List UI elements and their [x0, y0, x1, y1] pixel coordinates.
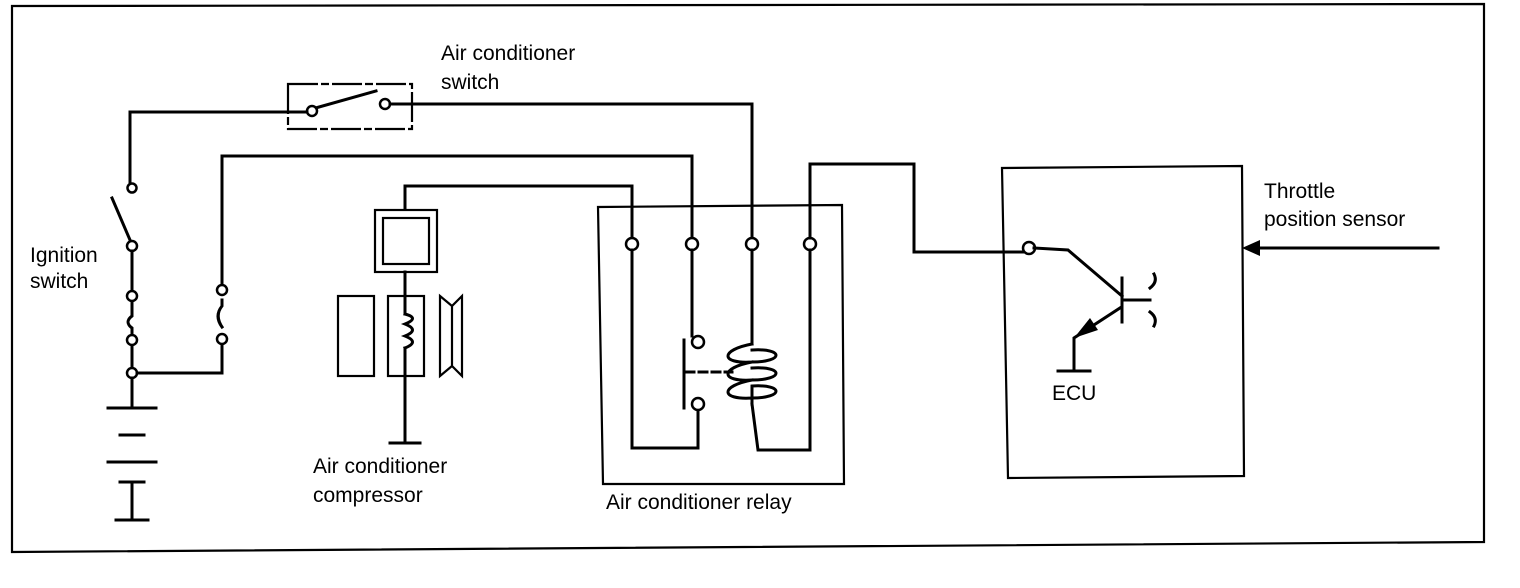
ignition-terminal-top	[126, 182, 138, 194]
transistor-input	[1147, 271, 1157, 329]
ac-switch-label-line2: switch	[441, 71, 499, 94]
ac-switch-label-line1: Air conditioner	[441, 42, 575, 65]
compressor-coil	[400, 294, 414, 378]
tps-label-line2: position sensor	[1264, 208, 1405, 231]
fuse-terminal-top	[125, 289, 139, 303]
compressor-label-line1: Air conditioner	[313, 455, 447, 478]
wire-relay-to-ecu	[808, 162, 1026, 254]
ignition-label-line1: Ignition	[30, 244, 98, 267]
compressor-label-line2: compressor	[313, 484, 423, 507]
compressor-pulley	[438, 293, 464, 379]
ecu-label: ECU	[1052, 382, 1096, 405]
wire-ignition-to-battery	[126, 249, 134, 370]
transistor-collector	[1032, 246, 1125, 299]
battery	[106, 376, 158, 522]
ac-switch	[286, 82, 414, 131]
transistor-emitter	[1072, 305, 1123, 372]
wire-compressor-to-relay	[403, 184, 634, 238]
relay-terminal-4	[802, 236, 818, 252]
relay-contact-bottom	[690, 396, 706, 412]
wire-junction-to-relay	[135, 154, 694, 375]
compressor-plate-left	[336, 294, 376, 378]
relay-coil	[726, 342, 778, 406]
ac-switch-housing	[286, 82, 414, 131]
wire-ac-switch-to-relay-coil	[388, 102, 754, 238]
relay-terminal-2	[684, 236, 700, 252]
ignition-switch	[110, 182, 139, 253]
relay-terminal-3	[744, 236, 760, 252]
ac-compressor	[336, 184, 634, 445]
tps-arrow-icon	[1242, 240, 1260, 256]
diagram-border	[10, 2, 1486, 554]
ac-relay	[596, 203, 846, 486]
transistor-arrow	[1074, 318, 1098, 338]
compressor-clutch-outer	[373, 208, 439, 274]
relay-contact-top	[690, 334, 706, 350]
ecu	[1000, 164, 1246, 480]
compressor-clutch-inner	[381, 216, 431, 266]
fuse2-terminal-bottom	[215, 332, 229, 346]
ignition-label-line2: switch	[30, 270, 88, 293]
fuse-terminal-bottom	[125, 333, 139, 347]
relay-label: Air conditioner relay	[606, 491, 792, 514]
ignition-switch-blade	[110, 196, 132, 242]
wire-ignition-to-ac-switch	[128, 110, 309, 185]
tps-label-line1: Throttle	[1264, 180, 1335, 203]
fuse2-terminal-top	[215, 283, 229, 297]
ecu-housing	[1000, 164, 1246, 480]
relay-housing	[596, 203, 846, 486]
ac-switch-contact	[310, 89, 378, 111]
relay-terminal-1	[624, 236, 640, 252]
